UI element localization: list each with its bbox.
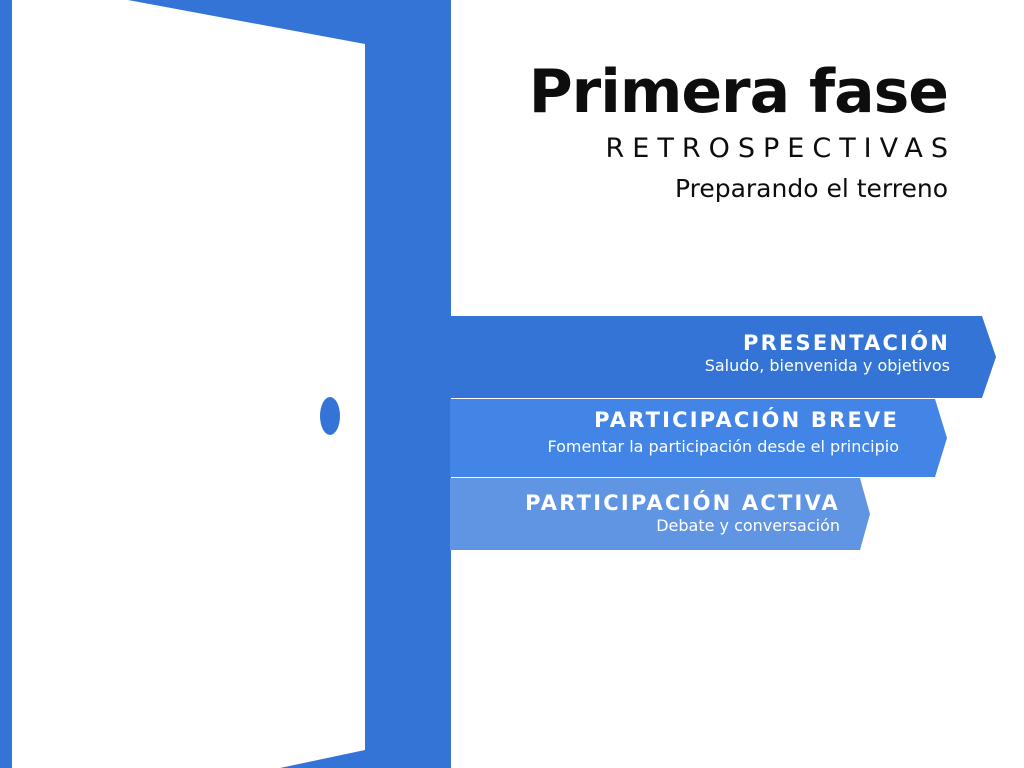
step-heading: PRESENTACIÓN: [743, 331, 950, 355]
page-title: Primera fase: [528, 57, 949, 127]
step-description: Debate y conversación: [656, 516, 840, 535]
step-description: Fomentar la participación desde el princ…: [547, 437, 899, 456]
step-heading: PARTICIPACIÓN ACTIVA: [525, 491, 840, 515]
page-tagline: Preparando el terreno: [674, 174, 948, 203]
title-block: Primera fase RETROSPECTIVAS Preparando e…: [528, 56, 949, 206]
step-ribbon-presentacion: PRESENTACIÓN Saludo, bienvenida y objeti…: [450, 316, 996, 398]
door-panel: [12, 0, 365, 768]
step-heading: PARTICIPACIÓN BREVE: [594, 408, 899, 432]
page-subtitle: RETROSPECTIVAS: [605, 133, 956, 164]
step-ribbon-participacion-activa: PARTICIPACIÓN ACTIVA Debate y conversaci…: [450, 478, 870, 550]
door-knob-icon: [320, 397, 340, 435]
step-ribbon-participacion-breve: PARTICIPACIÓN BREVE Fomentar la particip…: [450, 399, 947, 477]
step-description: Saludo, bienvenida y objetivos: [704, 356, 950, 375]
